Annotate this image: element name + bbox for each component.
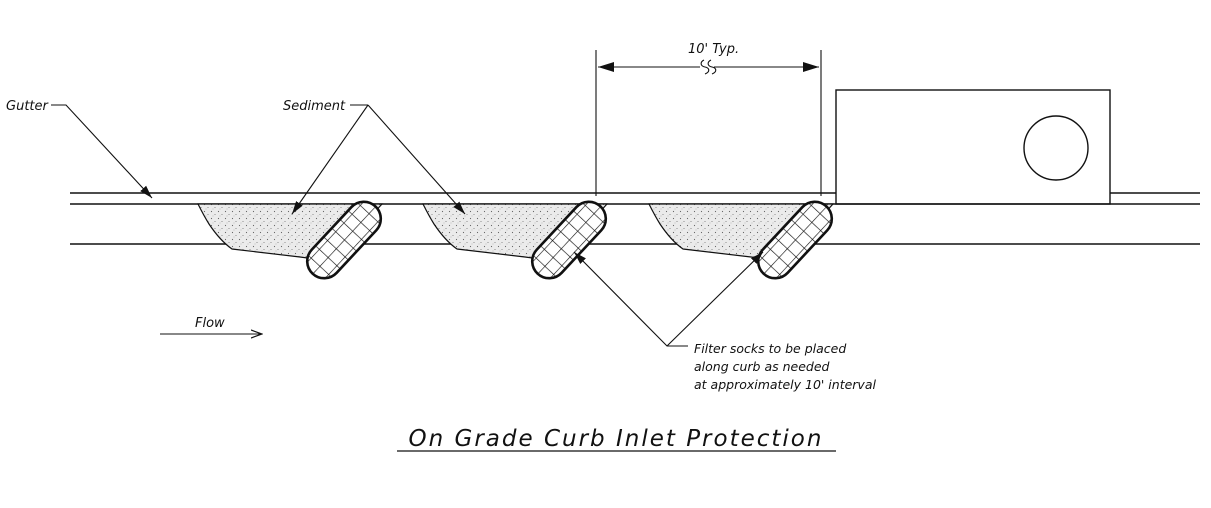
dimension-label: 10' Typ. [688,42,739,57]
sediment-label: Sediment [283,99,346,114]
filter-sock-note-line-3: at approximately 10' interval [694,377,876,392]
curb-inlet [835,89,1111,205]
inlet-opening-circle [1023,115,1089,181]
dimension-break-gap [700,58,714,76]
gutter-leader [51,104,153,199]
filter-sock-note-line-2: along curb as needed [694,359,830,374]
filter-sock-2 [530,200,608,280]
sediment-leader-2 [367,104,466,215]
filter-sock-3 [756,200,834,280]
filter-sock-leader-2 [666,251,764,347]
filter-sock-note-line-1: Filter socks to be placed [694,341,846,356]
gutter-label: Gutter [6,99,50,114]
dimension-arrow-right [803,62,819,72]
filter-sock-callout: Filter socks to be placed along curb as … [573,251,876,392]
title-text: On Grade Curb Inlet Protection [409,426,824,452]
sediment-leader-1 [291,104,369,215]
filter-socks [305,200,834,280]
filter-sock-1 [305,200,383,280]
gutter-callout: Gutter [6,99,153,199]
flow-label: Flow [195,316,225,331]
sediment-callout: Sediment [283,99,466,215]
dimension-callout: 10' Typ. [595,42,822,196]
drawing-title: On Grade Curb Inlet Protection [397,426,836,452]
dimension-break-symbol-2 [707,59,717,75]
flow-indicator: Flow [160,316,262,334]
dimension-arrow-left [598,62,614,72]
dimension-break-symbol-1 [700,59,710,75]
filter-sock-leader-1 [573,251,688,347]
inlet-box [835,89,1111,205]
